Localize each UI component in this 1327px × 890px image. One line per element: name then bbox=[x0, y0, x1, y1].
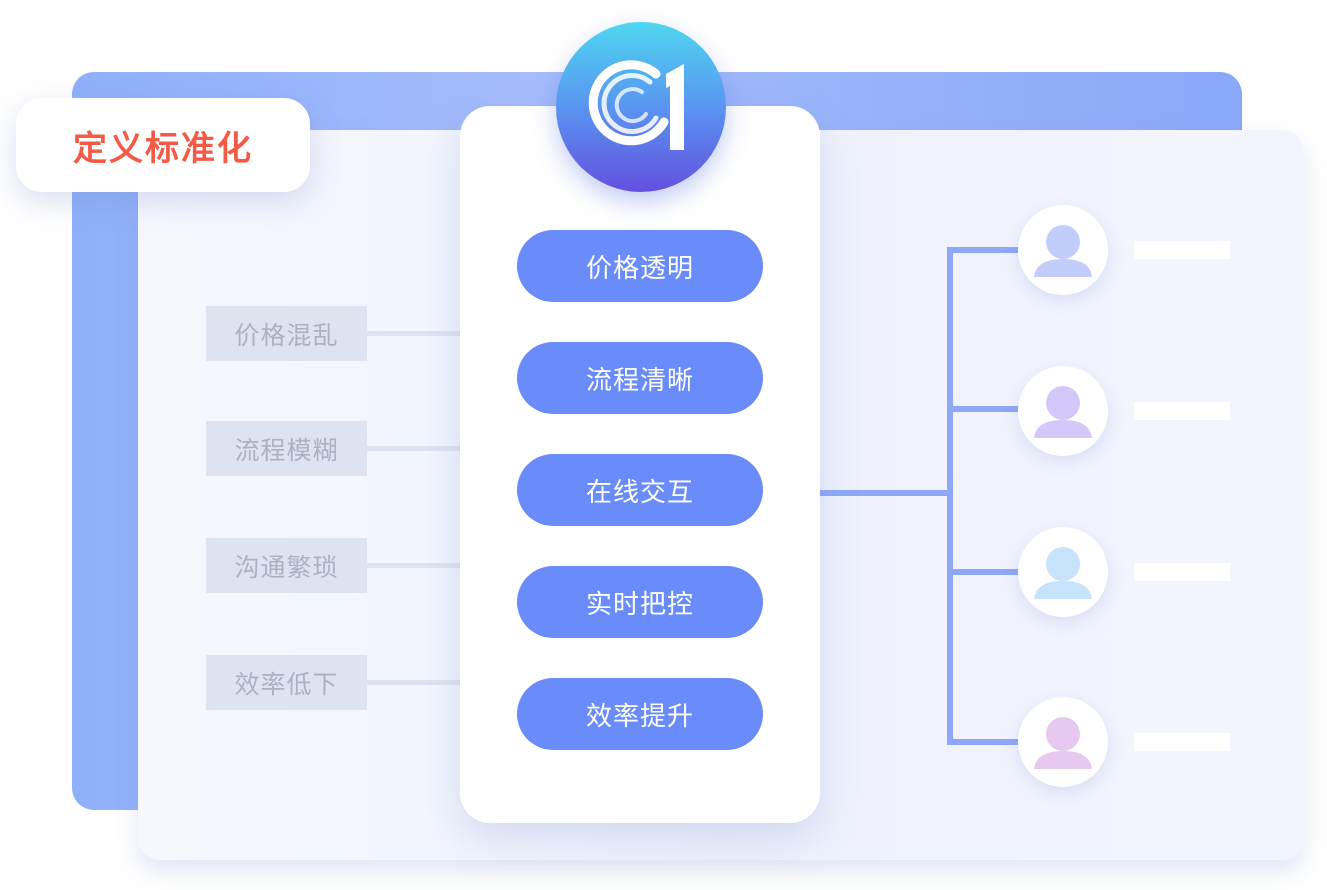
problem-label: 效率低下 bbox=[206, 655, 367, 710]
solution-pill: 价格透明 bbox=[517, 230, 763, 302]
page-title: 定义标准化 bbox=[73, 128, 253, 169]
avatar bbox=[1018, 527, 1108, 617]
solution-pill: 实时把控 bbox=[517, 566, 763, 638]
problem-label: 流程模糊 bbox=[206, 421, 367, 476]
problem-connector bbox=[367, 680, 467, 685]
user-icon bbox=[1034, 386, 1092, 438]
problem-connector bbox=[367, 331, 467, 336]
user-icon bbox=[1034, 547, 1092, 599]
solution-pill: 在线交互 bbox=[517, 454, 763, 526]
problem-connector bbox=[367, 446, 467, 451]
user-icon bbox=[1034, 717, 1092, 769]
placeholder-bar bbox=[1134, 402, 1230, 420]
avatar bbox=[1018, 205, 1108, 295]
problem-connector bbox=[367, 563, 467, 568]
title-card: 定义标准化 bbox=[16, 98, 310, 192]
brand-logo-icon bbox=[556, 22, 726, 192]
avatar bbox=[1018, 697, 1108, 787]
avatar bbox=[1018, 366, 1108, 456]
user-icon bbox=[1034, 225, 1092, 277]
placeholder-bar bbox=[1134, 563, 1230, 581]
placeholder-bar bbox=[1134, 241, 1230, 259]
problem-label: 沟通繁琐 bbox=[206, 538, 367, 593]
placeholder-bar bbox=[1134, 733, 1230, 751]
solution-pill: 流程清晰 bbox=[517, 342, 763, 414]
problem-label: 价格混乱 bbox=[206, 306, 367, 361]
solution-pill: 效率提升 bbox=[517, 678, 763, 750]
